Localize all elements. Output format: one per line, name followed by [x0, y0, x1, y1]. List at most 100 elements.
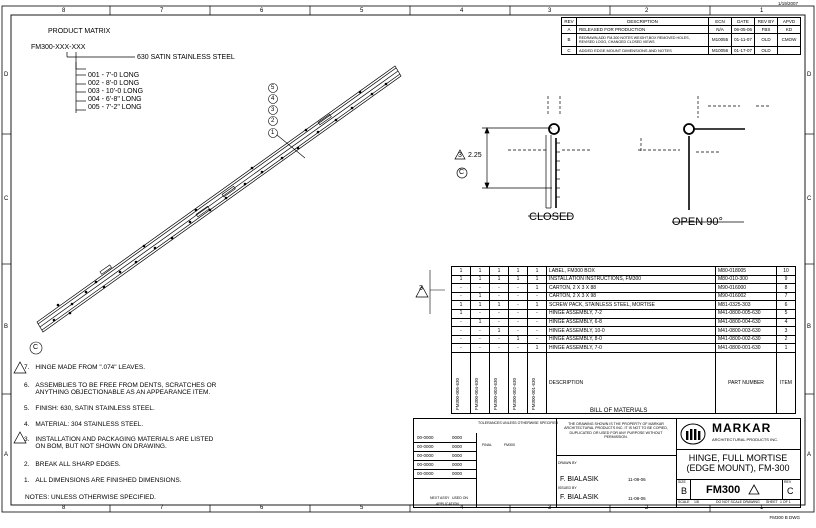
bom-qty-cell: - — [508, 343, 528, 353]
bom-item-cell: 5 — [776, 308, 796, 319]
item-balloon: 3 — [271, 107, 275, 113]
zone-label: B — [4, 324, 9, 330]
bom-qty-cell: - — [489, 308, 509, 319]
bom-qty-cell: 1 — [489, 266, 509, 276]
item-balloon: 2 — [271, 118, 275, 124]
note-text: ASSEMBLIES TO BE FREE FROM DENTS, SCRATC… — [35, 382, 217, 396]
bom-qty-cell: - — [508, 300, 528, 310]
bom-variant-label: FM300-002-630 — [512, 377, 517, 410]
bom-description-cell: HINGE ASSEMBLY, 6-8 — [546, 317, 716, 328]
revby-cell: OLD — [754, 33, 778, 47]
bom-qty-cell: 1 — [470, 291, 490, 302]
issued-by-label: ISSUED BY — [558, 486, 577, 490]
revision-row: B REDRAWN,ADD FM-300 NOTES WEIGHT,BOX RE… — [561, 33, 801, 47]
zone-label: C — [4, 196, 9, 202]
ecn-header: ECN — [707, 17, 732, 26]
bom-qty-cell: - — [470, 334, 490, 345]
bom-qty-cell: - — [489, 334, 509, 345]
date-cell: 06-05-06 — [730, 25, 756, 34]
zone-label: 1 — [760, 8, 764, 14]
bom-partnumber-header: PART NUMBER — [715, 351, 777, 414]
note-number: 2. — [24, 461, 30, 468]
rev-marker: C — [33, 344, 39, 351]
rev-cell: C — [561, 46, 577, 55]
bom-qty-cell: 1 — [451, 266, 471, 276]
used-on-label: USED ON — [452, 496, 468, 500]
bom-item-cell: 8 — [776, 283, 796, 293]
note-number: 7. — [24, 364, 30, 371]
zone-label: A — [807, 452, 812, 458]
final-value: FM300 — [504, 443, 515, 447]
bom-variant-header: FM300-001-630 — [527, 351, 547, 414]
bom-qty-cell: 1 — [527, 283, 547, 293]
bom-qty-cell: - — [508, 308, 528, 319]
bom-qty-cell: - — [508, 326, 528, 336]
bom-qty-cell: - — [451, 334, 471, 345]
history-cell: 00-0000 — [417, 444, 434, 449]
zone-label: 4 — [460, 505, 464, 511]
bom-partnumber-cell: M80-010-300 — [715, 274, 777, 285]
bom-qty-cell: 1 — [508, 266, 528, 276]
revby-cell: FBS — [754, 25, 778, 34]
bom-qty-cell: 1 — [470, 300, 490, 310]
bom-qty-cell: - — [470, 308, 490, 319]
bom-description-cell: CARTON, 2 X 3 X 88 — [546, 283, 716, 293]
note-text: MATERIAL: 304 STAINLESS STEEL. — [35, 421, 144, 428]
bom-item-cell: 9 — [776, 274, 796, 285]
date-header: DATE — [730, 17, 756, 26]
zone-label: D — [4, 72, 9, 78]
bom-description-cell: INSTALLATION INSTRUCTIONS, FM300 — [546, 274, 716, 285]
bom-qty-cell: - — [508, 317, 528, 328]
item-balloon: 1 — [271, 130, 275, 136]
drawing-title-line2: (EDGE MOUNT), FM-300 — [686, 463, 790, 473]
note-number: 3. — [24, 436, 30, 443]
bom-description-cell: SCREW PACK, STAINLESS STEEL, MORTISE — [546, 300, 716, 310]
note-item: 1.ALL DIMENSIONS ARE FINISHED DIMENSIONS… — [24, 477, 181, 484]
bom-qty-cell: 1 — [508, 274, 528, 285]
bom-qty-cell: - — [451, 326, 471, 336]
revision-row: A RELEASED FOR PRODUCTION N/A 06-05-06 F… — [561, 25, 801, 34]
proprietary-block: THE DRAWING SHOWN IS THE PROPERTY OF MAR… — [556, 419, 677, 456]
bom-partnumber-cell: M90-016000 — [715, 283, 777, 293]
footer-reference: FM300 B DWG — [769, 515, 800, 520]
zone-label: D — [807, 72, 812, 78]
item-balloon: 5 — [271, 85, 275, 91]
zone-label: 5 — [360, 505, 364, 511]
history-cell: 00-0000 — [417, 471, 434, 476]
bom-qty-cell: - — [527, 334, 547, 345]
note-item: 2.BREAK ALL SHARP EDGES. — [24, 461, 121, 468]
apvd-cell — [777, 46, 801, 55]
bom-qty-cell: - — [508, 283, 528, 293]
revision-triangle-icon — [748, 484, 760, 495]
bom-qty-cell: 1 — [508, 334, 528, 345]
zone-label: 6 — [260, 505, 264, 511]
bom-qty-cell: - — [489, 283, 509, 293]
rev-header: REV — [561, 17, 577, 26]
history-cell: 0000 — [452, 453, 463, 458]
bom-qty-cell: - — [489, 317, 509, 328]
scale-area: SCALE 1/8 DO NOT SCALE DRAWING SHEET 1 O… — [676, 499, 800, 507]
do-not-scale: DO NOT SCALE DRAWING — [716, 500, 760, 504]
bom-item-cell: 3 — [776, 326, 796, 336]
bom-item-header: ITEM — [776, 351, 796, 414]
length-option: 004 - 6'-8" LONG — [88, 96, 142, 103]
note-number: 5. — [24, 405, 30, 412]
scale-label: SCALE — [678, 500, 690, 504]
drawn-date: 11-08-06 — [628, 477, 646, 482]
revision-row: C ADDED EDGE MOUNT DIMENSIONS AND NOTES … — [561, 46, 801, 55]
history-cell: 00-0000 — [417, 462, 434, 467]
zone-label: B — [807, 324, 812, 330]
bom-partnumber-cell: M81-0325-303 — [715, 300, 777, 310]
bom-qty-cell: 1 — [489, 300, 509, 310]
bom-qty-cell: 1 — [470, 317, 490, 328]
dim-flag: 3 — [458, 152, 462, 159]
zone-label: 1 — [760, 505, 764, 511]
bom-item-cell: 7 — [776, 291, 796, 302]
